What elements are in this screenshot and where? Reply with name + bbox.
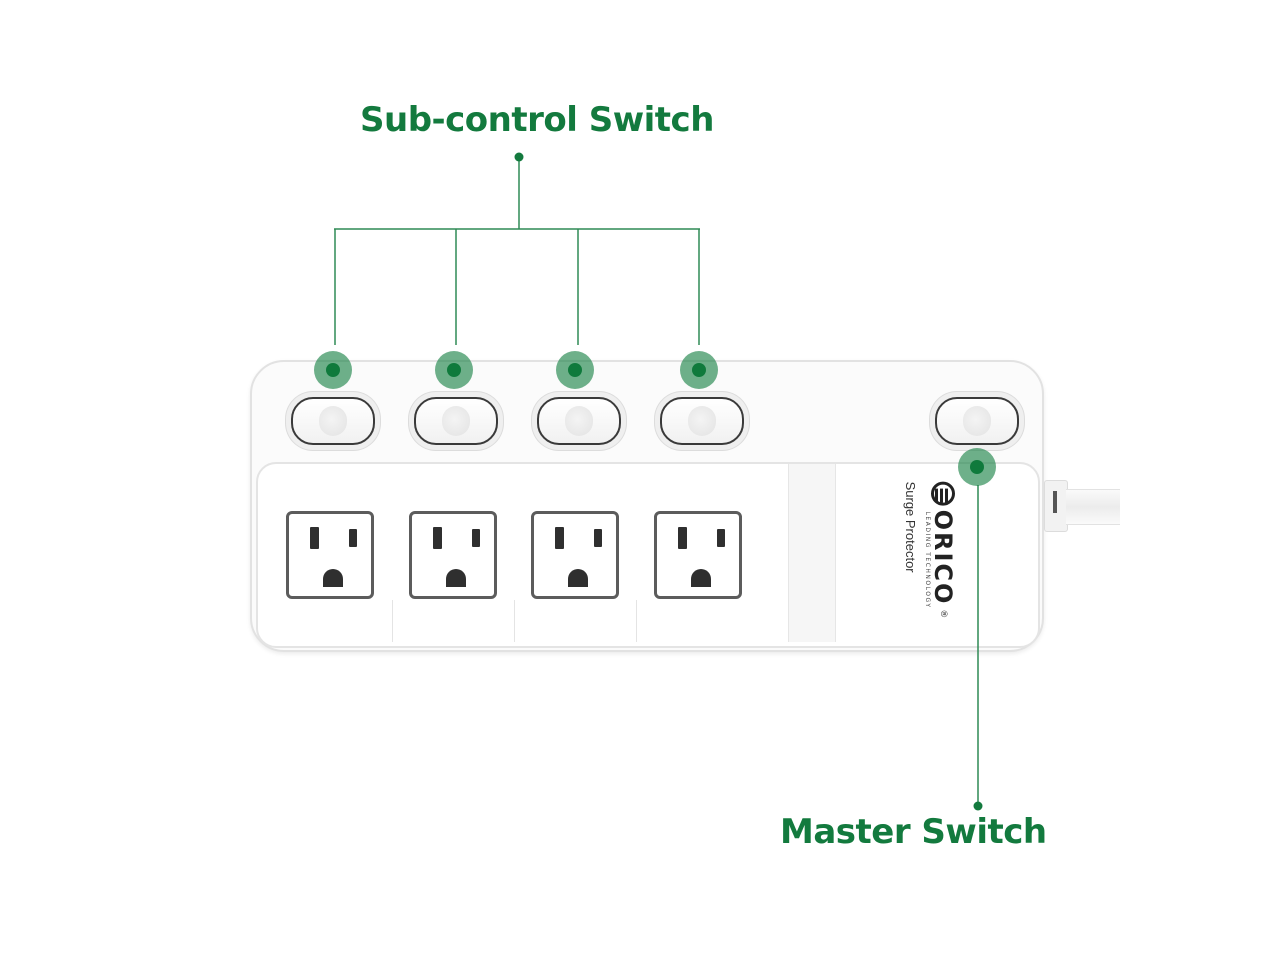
switch-knob (565, 406, 593, 436)
product-name: Surge Protector (903, 481, 918, 573)
outlet-ground-hole (691, 569, 711, 587)
cord-clip (1044, 480, 1068, 532)
outlet-slot-neutral (555, 527, 564, 549)
outlet-divider (392, 600, 393, 642)
switch-knob (963, 406, 991, 436)
outlet-slot-neutral (433, 527, 442, 549)
outlet-4 (654, 511, 742, 599)
registered-mark: ® (938, 609, 948, 619)
center-panel-strip (788, 464, 836, 642)
sub-switch-marker-3 (556, 351, 594, 389)
sub-switch-marker-1 (314, 351, 352, 389)
switch-knob (442, 406, 470, 436)
outlet-ground-hole (568, 569, 588, 587)
outlet-1 (286, 511, 374, 599)
sub-switch-marker-2 (435, 351, 473, 389)
switch-knob (688, 406, 716, 436)
outlet-slot-neutral (678, 527, 687, 549)
master-switch[interactable] (935, 397, 1019, 445)
power-cord (1066, 489, 1120, 525)
sub-control-switch-3[interactable] (537, 397, 621, 445)
outlet-slot-neutral (310, 527, 319, 549)
brand-name: ORICO (929, 509, 957, 606)
outlet-ground-hole (446, 569, 466, 587)
sub-control-switch-2[interactable] (414, 397, 498, 445)
outlet-slot-hot (472, 529, 480, 547)
sub-control-switch-label: Sub-control Switch (360, 100, 714, 140)
outlet-panel (256, 462, 1040, 648)
master-switch-label: Master Switch (780, 812, 1047, 852)
switch-knob (319, 406, 347, 436)
master-switch-marker (958, 448, 996, 486)
outlet-slot-hot (349, 529, 357, 547)
outlet-slot-hot (717, 529, 725, 547)
sub-callout-anchor-dot (514, 152, 524, 162)
outlet-slot-hot (594, 529, 602, 547)
sub-control-switch-4[interactable] (660, 397, 744, 445)
outlet-divider (514, 600, 515, 642)
outlet-divider (636, 600, 637, 642)
brand-area: ORICO ® LEADING TECHNOLOGY Surge Protect… (870, 480, 990, 620)
orico-logo-icon (931, 481, 955, 506)
outlet-2 (409, 511, 497, 599)
sub-switch-marker-4 (680, 351, 718, 389)
outlet-ground-hole (323, 569, 343, 587)
master-callout-anchor-dot (973, 801, 983, 811)
sub-control-switch-1[interactable] (291, 397, 375, 445)
brand-tagline: LEADING TECHNOLOGY (924, 511, 931, 609)
outlet-3 (531, 511, 619, 599)
